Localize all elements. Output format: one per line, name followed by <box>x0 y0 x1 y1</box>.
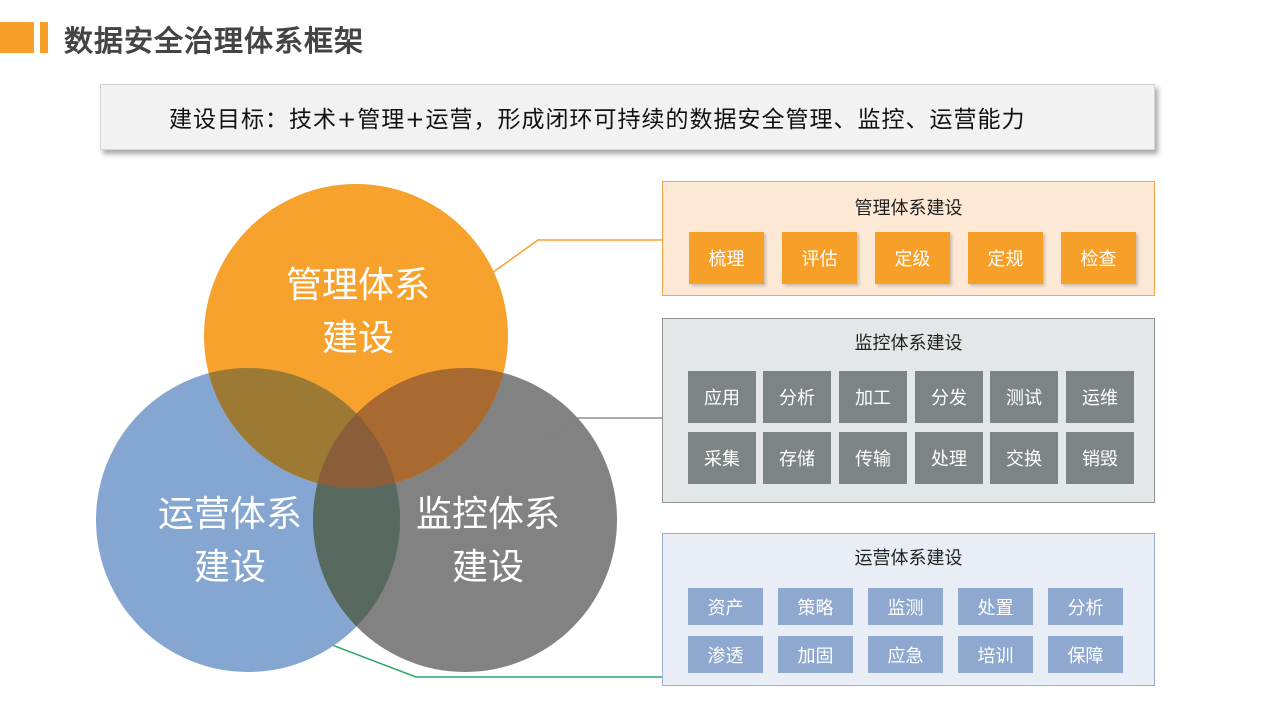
management-label-line2: 建设 <box>322 318 394 359</box>
goal-banner: 建设目标：技术+管理+运营，形成闭环可持续的数据安全管理、监控、运营能力 <box>100 84 1155 150</box>
operations-panel-title: 运营体系建设 <box>854 548 963 569</box>
monitoring-panel: 监控体系建设 应用 分析 加工 分发 测试 运维 采集 存储 传输 处理 交换 … <box>662 318 1155 503</box>
monitoring-item: 采集 <box>688 432 756 484</box>
circle-monitoring <box>313 368 617 672</box>
title-accent-stripe <box>40 22 48 53</box>
operations-panel: 运营体系建设 资产 策略 监测 处置 分析 渗透 加固 应急 培训 保障 <box>662 533 1155 686</box>
monitoring-item: 存储 <box>763 432 831 484</box>
operations-item: 培训 <box>958 636 1033 673</box>
overlap-center <box>313 368 400 488</box>
monitoring-item: 交换 <box>990 432 1058 484</box>
monitoring-label-line1: 监控体系 <box>416 494 560 535</box>
monitoring-item: 测试 <box>990 371 1058 423</box>
monitoring-item: 分发 <box>915 371 983 423</box>
management-label-line1: 管理体系 <box>286 265 430 306</box>
operations-item: 分析 <box>1048 588 1123 625</box>
operations-item: 保障 <box>1048 636 1123 673</box>
monitoring-label-line2: 建设 <box>452 547 524 588</box>
operations-item: 资产 <box>688 588 763 625</box>
monitoring-item: 运维 <box>1066 371 1134 423</box>
overlap-ops-mon <box>313 368 400 672</box>
monitoring-item: 分析 <box>763 371 831 423</box>
monitoring-item: 销毁 <box>1066 432 1134 484</box>
monitoring-item: 传输 <box>839 432 907 484</box>
operations-label-line1: 运营体系 <box>158 494 302 535</box>
operations-item: 应急 <box>868 636 943 673</box>
monitoring-item: 处理 <box>915 432 983 484</box>
circle-operations <box>96 368 400 672</box>
monitoring-item: 应用 <box>688 371 756 423</box>
connector-operations <box>297 631 662 678</box>
management-item: 梳理 <box>689 232 764 284</box>
monitoring-item: 加工 <box>839 371 907 423</box>
management-item: 定规 <box>968 232 1043 284</box>
management-panel: 管理体系建设 梳理 评估 定级 定规 检查 <box>662 181 1155 296</box>
management-item: 检查 <box>1061 232 1136 284</box>
goal-text: 建设目标：技术+管理+运营，形成闭环可持续的数据安全管理、监控、运营能力 <box>169 107 1026 133</box>
operations-label-line2: 建设 <box>194 547 266 588</box>
operations-item: 监测 <box>868 588 943 625</box>
management-item: 定级 <box>875 232 950 284</box>
connector-management <box>477 239 662 284</box>
connector-monitoring <box>545 417 662 442</box>
operations-item: 策略 <box>778 588 853 625</box>
circle-management <box>204 184 508 488</box>
management-item: 评估 <box>782 232 857 284</box>
overlap-mon-mgmt <box>313 368 508 488</box>
page-title: 数据安全治理体系框架 <box>64 24 365 58</box>
title-accent-block <box>0 22 34 53</box>
operations-item: 渗透 <box>688 636 763 673</box>
operations-item: 加固 <box>778 636 853 673</box>
management-panel-title: 管理体系建设 <box>854 198 963 219</box>
overlap-ops-mgmt <box>204 368 400 488</box>
monitoring-panel-title: 监控体系建设 <box>854 333 963 354</box>
operations-item: 处置 <box>958 588 1033 625</box>
